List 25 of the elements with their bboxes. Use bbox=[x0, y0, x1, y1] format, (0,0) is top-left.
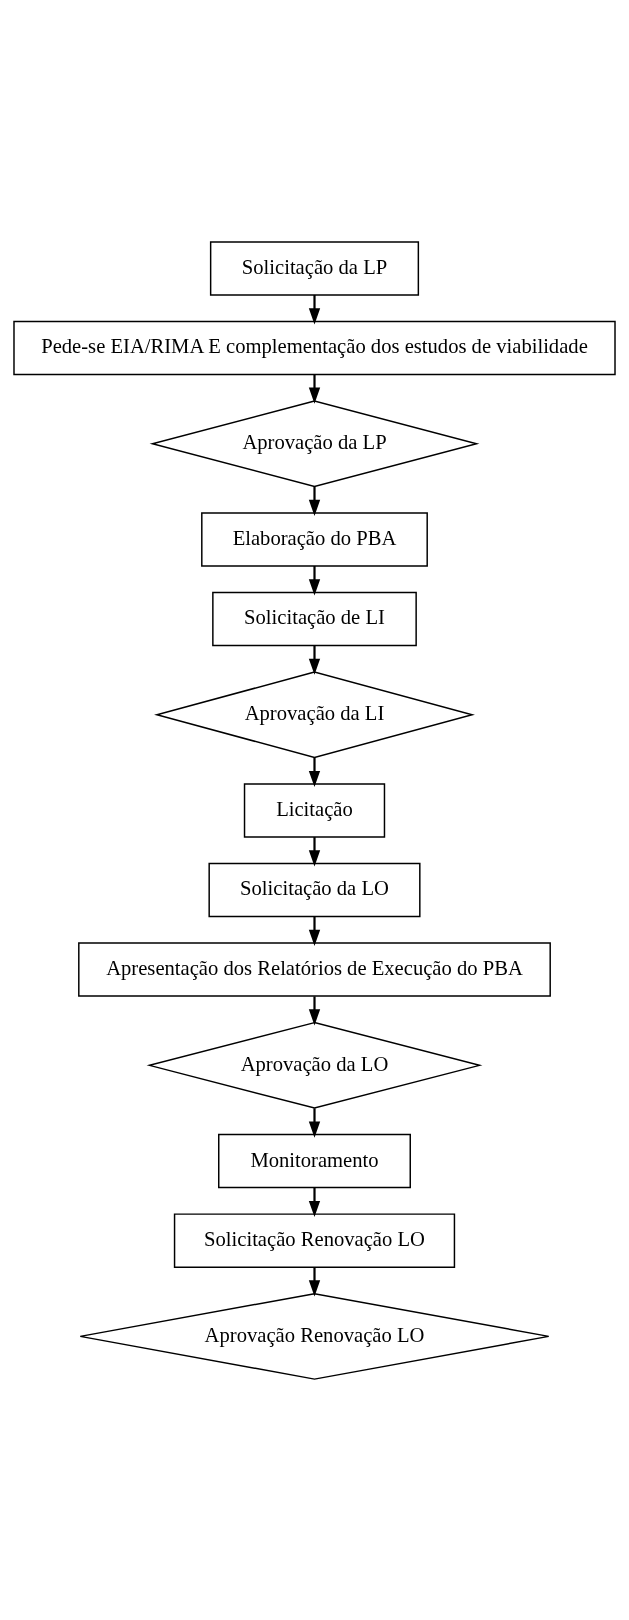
arrow bbox=[308, 995, 321, 1025]
node-box: Licitação bbox=[243, 782, 386, 838]
node-box: Solicitação da LO bbox=[208, 862, 421, 917]
arrow bbox=[308, 757, 321, 787]
node-diamond: Aprovação da LI bbox=[154, 670, 475, 758]
arrow bbox=[308, 916, 321, 946]
arrow bbox=[308, 565, 321, 595]
node-diamond: Aprovação da LO bbox=[146, 1021, 483, 1109]
arrow bbox=[308, 1107, 321, 1138]
node-diamond: Aprovação da LP bbox=[149, 399, 480, 487]
arrow bbox=[308, 836, 321, 867]
node-box: Pede-se EIA/RIMA E complementação dos estudos de viabilidade bbox=[13, 320, 616, 375]
node-diamond: Aprovação Renovação LO bbox=[79, 1292, 550, 1380]
arrow bbox=[308, 486, 321, 516]
arrow bbox=[308, 374, 321, 404]
arrow bbox=[308, 1267, 321, 1296]
node-box: Apresentação dos Relatórios de Execução do PBA bbox=[78, 941, 551, 997]
node-box: Solicitação de LI bbox=[212, 591, 417, 646]
node-box: Solicitação Renovação LO bbox=[173, 1212, 456, 1268]
node-box: Solicitação da LP bbox=[209, 240, 420, 296]
arrow bbox=[308, 294, 321, 324]
node-box: Elaboração do PBA bbox=[201, 511, 428, 567]
arrow bbox=[308, 645, 321, 675]
node-box: Monitoramento bbox=[218, 1133, 411, 1188]
arrow bbox=[308, 1187, 321, 1217]
